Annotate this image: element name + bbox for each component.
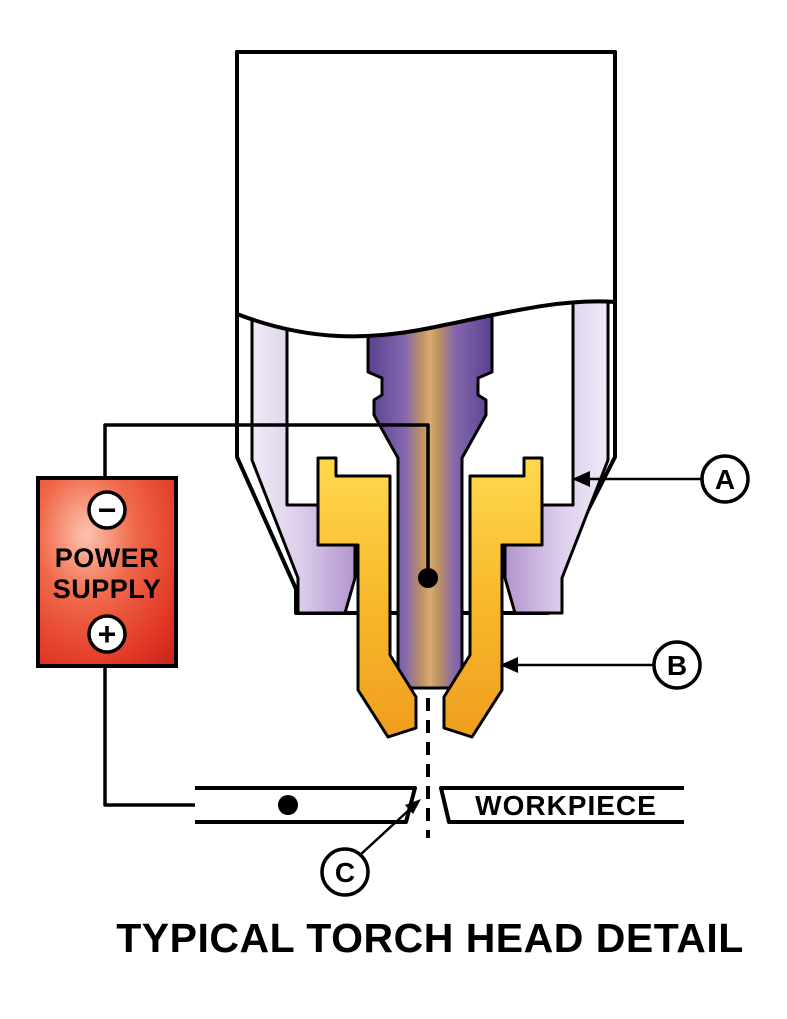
callout-c: C <box>320 799 421 897</box>
callout-c-leader <box>359 809 410 856</box>
positive-terminal-symbol: + <box>98 616 117 652</box>
workpiece-connection-dot <box>278 795 298 815</box>
power-supply-label-line2: SUPPLY <box>53 574 162 604</box>
workpiece-right-plate <box>439 786 684 824</box>
torch-body-break-line <box>235 50 617 339</box>
positive-terminal <box>87 614 127 654</box>
callout-b-circle <box>652 640 702 690</box>
nozzle-right <box>442 456 544 739</box>
callout-a-circle <box>700 454 750 504</box>
callout-b-label: B <box>667 650 687 681</box>
workpiece-wire <box>103 666 288 807</box>
negative-terminal-symbol: − <box>98 492 117 528</box>
shield-cup-left <box>250 298 357 615</box>
callout-b: B <box>500 640 702 690</box>
shield-cup-right <box>503 298 610 615</box>
workpiece-label: WORKPIECE <box>475 790 657 821</box>
diagram-title: TYPICAL TORCH HEAD DETAIL <box>116 915 744 961</box>
callout-a: A <box>572 454 750 504</box>
negative-terminal <box>87 490 127 530</box>
nozzle-left <box>316 456 418 739</box>
callout-a-label: A <box>715 464 735 495</box>
workpiece-left-plate <box>195 786 417 824</box>
power-supply: − POWER SUPPLY + <box>36 476 178 668</box>
callout-c-label: C <box>335 857 355 888</box>
electrode <box>366 313 494 690</box>
electrode-connection-dot <box>418 568 438 588</box>
callout-a-arrowhead <box>572 471 590 487</box>
callout-c-arrowhead <box>405 799 421 814</box>
callout-b-arrowhead <box>500 657 518 673</box>
power-supply-label-line1: POWER <box>55 543 160 573</box>
electrode-wire <box>103 423 430 578</box>
callout-c-circle <box>320 847 370 897</box>
